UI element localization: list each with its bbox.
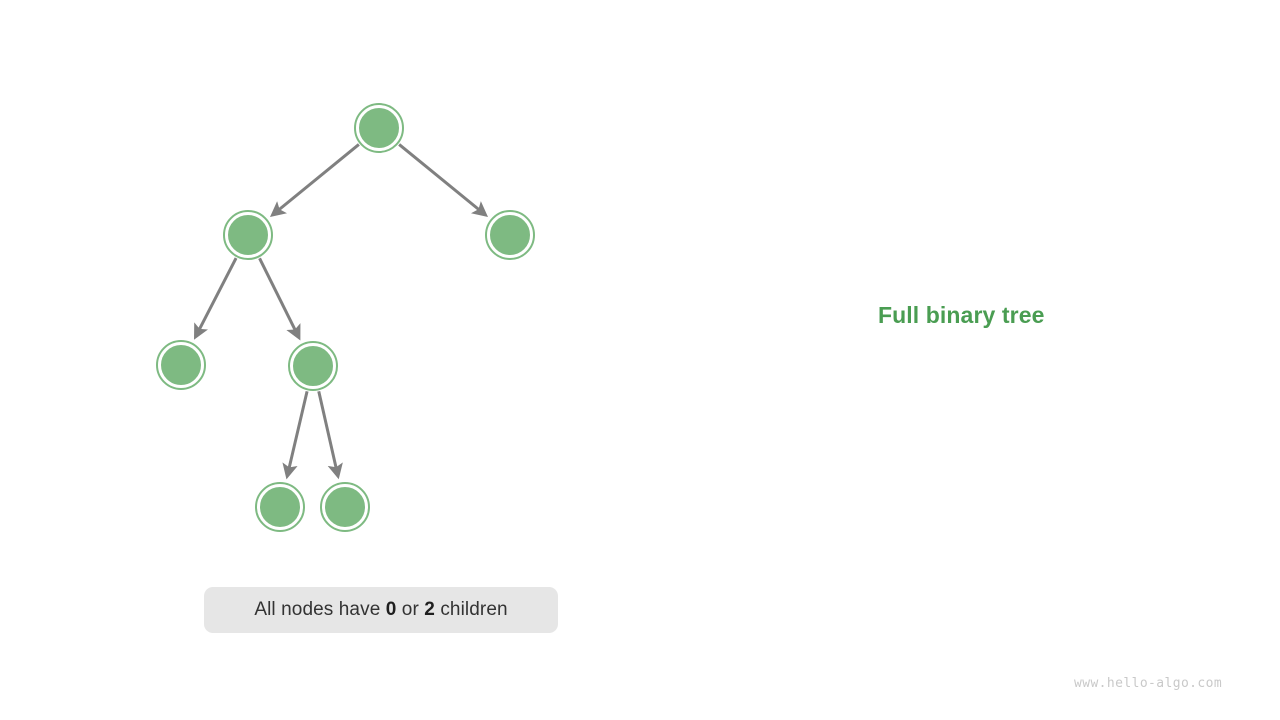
tree-edge: [258, 257, 301, 341]
caption-bold-two: 2: [424, 599, 435, 620]
tree-node: [156, 340, 206, 390]
site-watermark: www.hello-algo.com: [1074, 676, 1223, 691]
tree-edges-group: [194, 143, 489, 480]
tree-node: [320, 482, 370, 532]
tree-edge: [282, 390, 309, 480]
tree-node-ring: [320, 482, 370, 532]
caption-suffix: children: [434, 599, 508, 620]
tree-edge: [269, 143, 360, 218]
caption-bold-zero: 0: [385, 599, 397, 620]
caption-badge: All nodes have 0 or 2 children: [204, 587, 558, 633]
page-title: Full binary tree: [878, 302, 1045, 328]
tree-nodes-group: [156, 103, 535, 532]
tree-node: [485, 210, 535, 260]
tree-node-body: [323, 485, 367, 529]
tree-node: [354, 103, 404, 153]
tree-node: [255, 482, 305, 532]
tree-node-body: [159, 343, 203, 387]
tree-node-body: [291, 344, 335, 388]
tree-edge: [194, 257, 238, 340]
tree-node-ring: [223, 210, 273, 260]
tree-node-ring: [485, 210, 535, 260]
tree-node-body: [488, 213, 532, 257]
tree-edge: [398, 143, 489, 218]
tree-node-body: [226, 213, 270, 257]
caption-middle: or: [396, 599, 425, 620]
tree-node-ring: [156, 340, 206, 390]
tree-node-ring: [354, 103, 404, 153]
tree-node: [223, 210, 273, 260]
tree-node: [288, 341, 338, 391]
tree-edge: [317, 391, 343, 480]
tree-node-body: [258, 485, 302, 529]
tree-node-ring: [255, 482, 305, 532]
caption-prefix: All nodes have: [254, 599, 386, 620]
tree-node-body: [357, 106, 401, 150]
caption-text: All nodes have 0 or 2 children: [254, 599, 507, 621]
tree-node-ring: [288, 341, 338, 391]
